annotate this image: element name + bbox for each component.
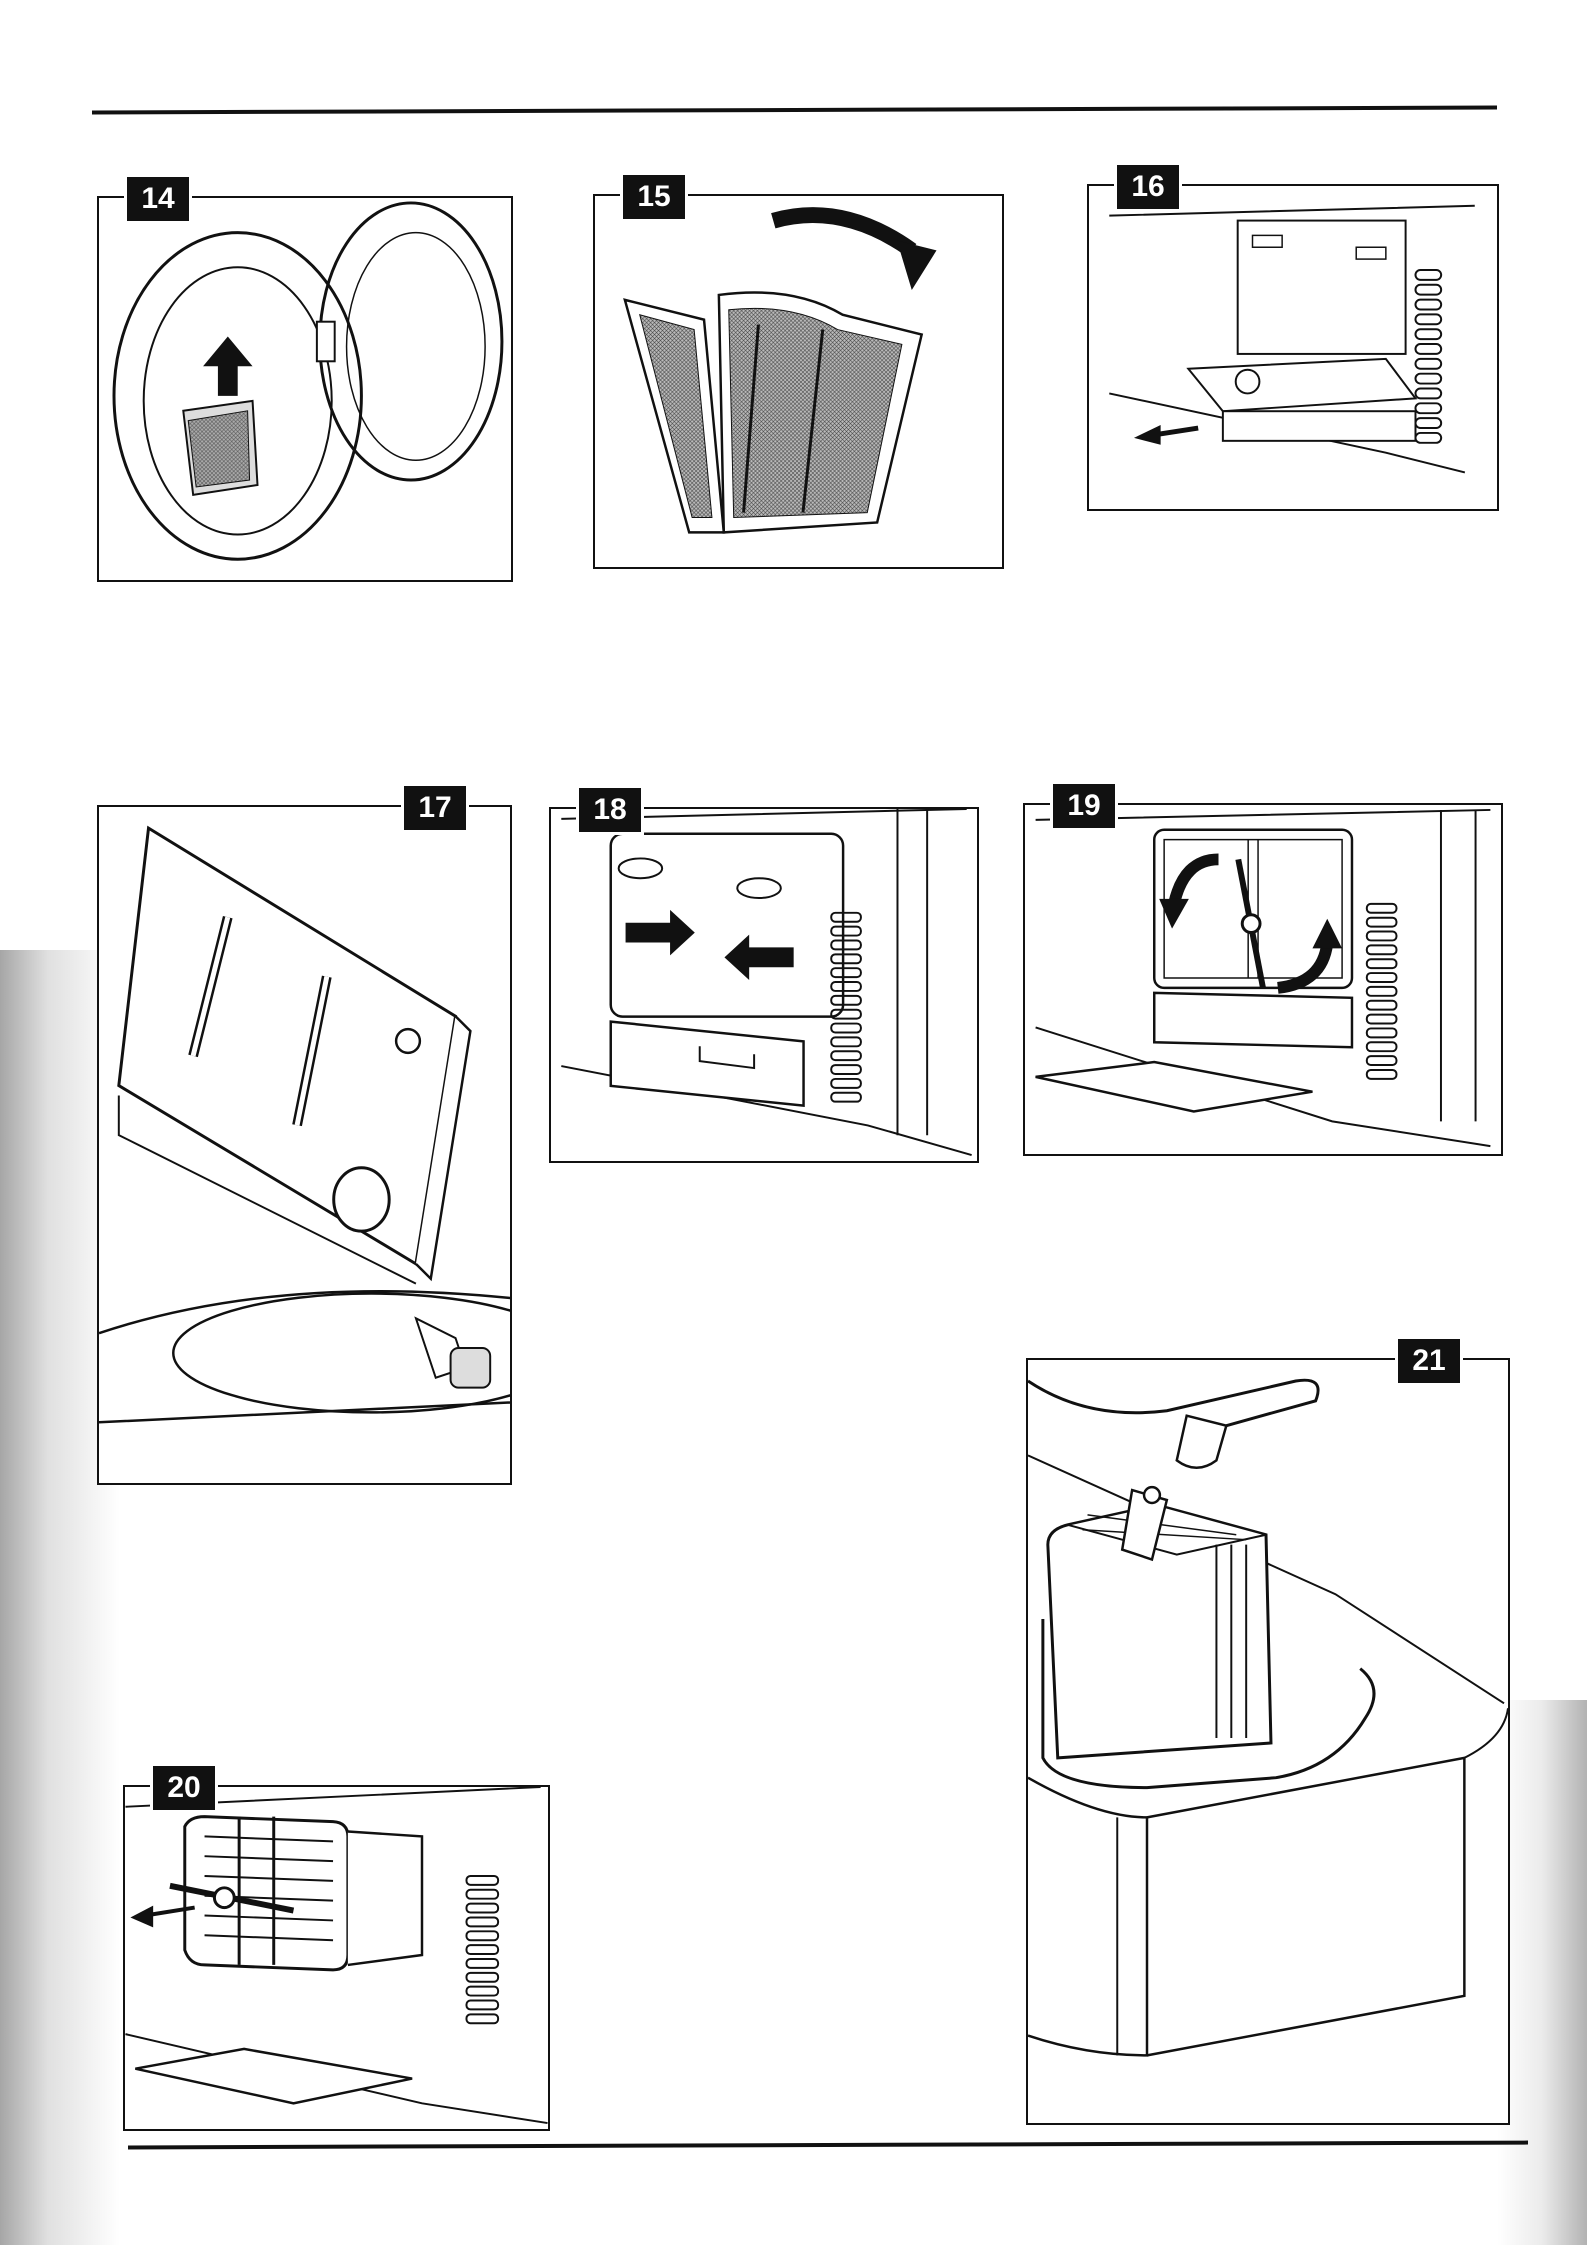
figure-17-illustration <box>99 807 510 1483</box>
figure-15: 15 <box>593 194 1004 569</box>
figure-18: 18 <box>549 807 979 1163</box>
scan-shadow-right <box>1497 1700 1587 2245</box>
figure-number: 21 <box>1395 1336 1463 1386</box>
bottom-rule <box>128 2141 1528 2150</box>
figure-number: 14 <box>124 174 192 224</box>
figure-number: 18 <box>576 785 644 835</box>
figure-17: 17 <box>97 805 512 1485</box>
figure-number: 19 <box>1050 781 1118 831</box>
figure-14: 14 <box>97 196 513 582</box>
figure-16-illustration <box>1089 186 1497 509</box>
figure-19-illustration <box>1025 805 1501 1154</box>
figure-number: 16 <box>1114 162 1182 212</box>
figure-number: 17 <box>401 783 469 833</box>
top-rule <box>92 106 1497 115</box>
figure-21-illustration <box>1028 1360 1508 2123</box>
figure-21: 21 <box>1026 1358 1510 2125</box>
figure-20: 20 <box>123 1785 550 2131</box>
figure-14-illustration <box>99 198 511 580</box>
figure-number: 20 <box>150 1763 218 1813</box>
figure-18-illustration <box>551 809 977 1161</box>
figure-19: 19 <box>1023 803 1503 1156</box>
figure-20-illustration <box>125 1787 548 2129</box>
figure-15-illustration <box>595 196 1002 567</box>
figure-16: 16 <box>1087 184 1499 511</box>
figure-number: 15 <box>620 172 688 222</box>
